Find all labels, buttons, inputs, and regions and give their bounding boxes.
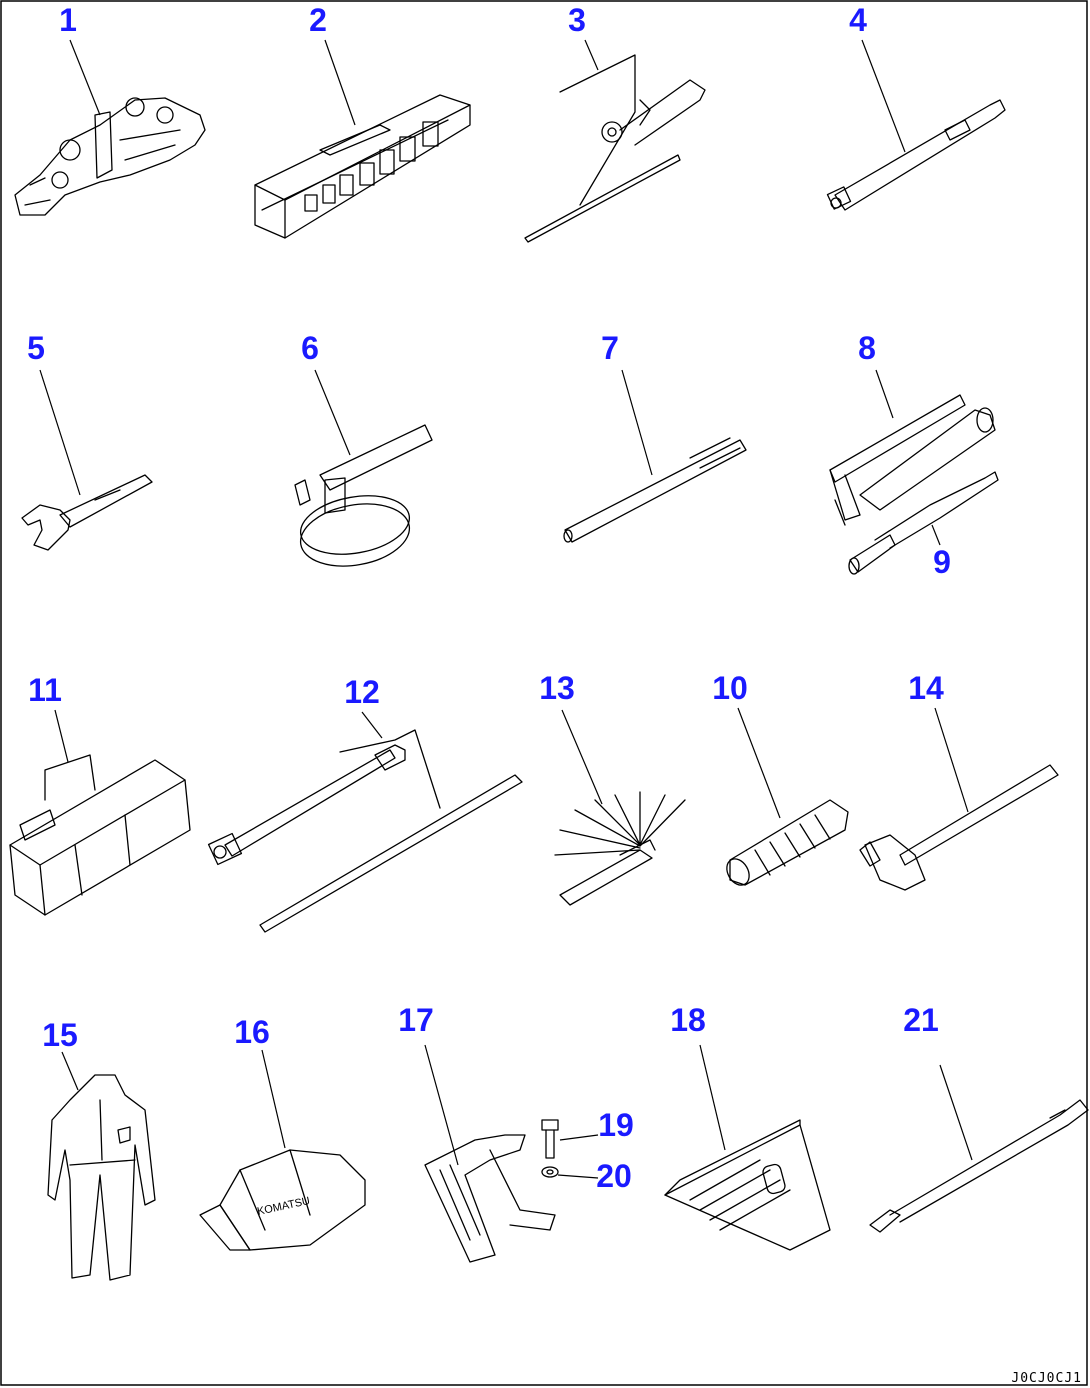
callout-9[interactable]: 9 (933, 544, 951, 580)
grease-gun-icon (829, 394, 996, 526)
socket-with-bar-icon (524, 54, 706, 243)
hammer-icon (859, 764, 1059, 891)
tool-bag-icon (9, 754, 191, 916)
leader-lines (39, 39, 973, 1179)
callout-18[interactable]: 18 (670, 1002, 706, 1038)
cap-icon: KOMATSU (199, 1149, 366, 1251)
coverall-icon (47, 1074, 156, 1281)
callout-5[interactable]: 5 (27, 330, 45, 366)
callout-1[interactable]: 1 (59, 2, 77, 38)
feeler-gauge-icon (554, 791, 686, 906)
callout-15[interactable]: 15 (42, 1017, 78, 1053)
callout-12[interactable]: 12 (344, 674, 380, 710)
callout-20[interactable]: 20 (596, 1158, 632, 1194)
callout-13[interactable]: 13 (539, 670, 575, 706)
callout-21[interactable]: 21 (903, 1002, 939, 1038)
callout-17[interactable]: 17 (398, 1002, 434, 1038)
callout-4[interactable]: 4 (849, 2, 867, 38)
drawing-code: J0CJ0CJ1 (1011, 1371, 1082, 1386)
callout-8[interactable]: 8 (858, 330, 876, 366)
grease-nozzle-icon (848, 471, 999, 575)
callout-7[interactable]: 7 (601, 330, 619, 366)
callout-3[interactable]: 3 (568, 2, 586, 38)
combination-wrench-set-icon (14, 97, 206, 216)
callout-11[interactable]: 11 (28, 672, 62, 708)
callout-16[interactable]: 16 (234, 1014, 270, 1050)
open-end-wrench-icon (21, 474, 153, 551)
socket-wrench-with-bar-icon (207, 729, 523, 933)
bracket-icon (424, 1134, 556, 1263)
socket-set-case-icon (254, 94, 471, 239)
cap-label: KOMATSU (256, 1195, 311, 1218)
bar-icon (563, 437, 747, 543)
extension-socket-icon (826, 99, 1006, 211)
washer-icon (541, 1166, 559, 1178)
callout-19[interactable]: 19 (598, 1107, 634, 1143)
callout-2[interactable]: 2 (309, 2, 327, 38)
bolt-icon (541, 1119, 559, 1159)
callout-6[interactable]: 6 (301, 330, 319, 366)
callout-14[interactable]: 14 (908, 670, 944, 706)
callout-10[interactable]: 10 (712, 670, 748, 706)
wheel-chock-icon (664, 1119, 831, 1251)
hose-icon (726, 799, 849, 886)
screwdriver-icon (869, 1099, 1089, 1233)
filter-wrench-icon (294, 424, 433, 567)
